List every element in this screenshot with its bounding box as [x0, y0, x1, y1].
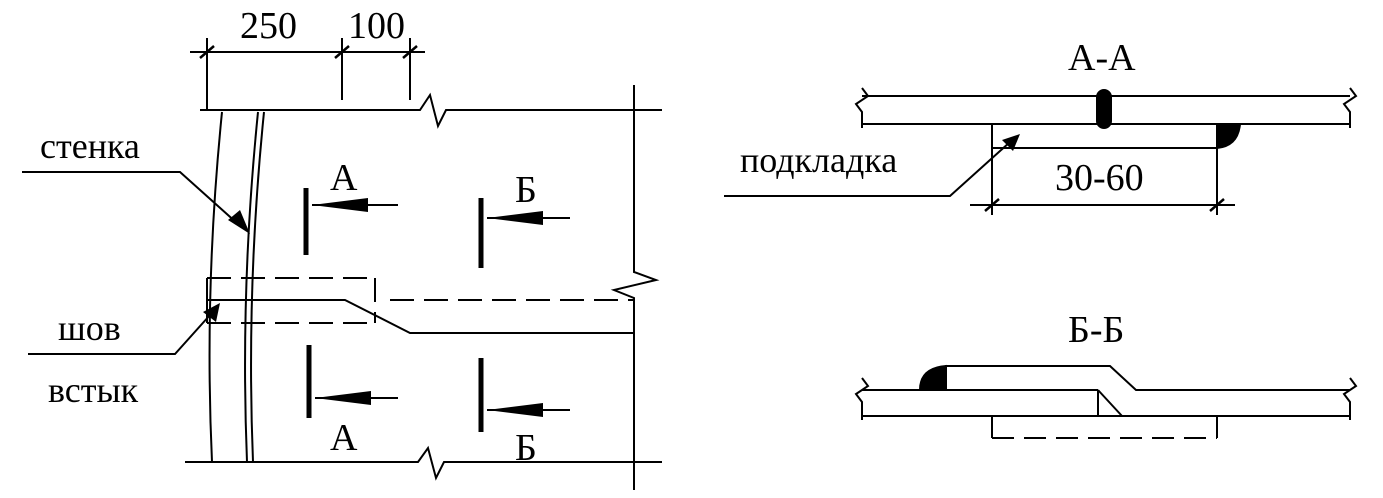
- backing-dashed-outline: [207, 277, 634, 324]
- top-edge-line: [200, 92, 662, 129]
- aa-butt-weld: [1096, 89, 1112, 129]
- top-dimension: [190, 38, 425, 110]
- bottom-edge-line: [185, 445, 662, 481]
- bb-left-break: [854, 377, 870, 420]
- wall-curve-inner-a: [244, 111, 259, 463]
- aa-dim-tick-left: [984, 198, 1000, 212]
- section-a-a: [724, 87, 1358, 215]
- section-a-marker-bottom: А: [330, 417, 358, 459]
- aa-fillet-weld: [1216, 123, 1242, 150]
- bb-bevel: [1097, 389, 1123, 417]
- section-b-arrow-bottom: [487, 403, 543, 417]
- bb-fillet-weld: [918, 364, 947, 391]
- wall-label: стенка: [40, 126, 140, 166]
- wall-curve-inner-b: [250, 111, 265, 463]
- section-b-marker-top: Б: [515, 169, 537, 211]
- wall-leader: [22, 171, 239, 225]
- section-a-a-title: А-А: [1068, 37, 1136, 79]
- dimension-100: 100: [348, 5, 405, 47]
- backing-leader-arrow: [1002, 134, 1020, 151]
- seam-leader-arrow: [203, 303, 220, 322]
- dimension-30-60: 30-60: [1055, 157, 1144, 199]
- plan-view: 250 100: [22, 5, 662, 490]
- section-a-marker-top: А: [330, 157, 358, 199]
- backing-label: подкладка: [740, 140, 897, 180]
- right-edge-line: [610, 85, 660, 490]
- section-b-b: [854, 364, 1358, 439]
- seam-leader: [28, 314, 211, 355]
- section-b-b-title: Б-Б: [1068, 309, 1124, 351]
- dimension-250: 250: [240, 5, 297, 47]
- wall-leader-arrow: [228, 210, 250, 234]
- seam-label: шов: [58, 308, 121, 348]
- aa-dim-tick-right: [1209, 198, 1225, 212]
- section-b-marker-bottom: Б: [515, 427, 537, 469]
- backing-leader: [724, 141, 1011, 197]
- wall-curve-outer: [208, 111, 223, 463]
- aa-plate-right-break: [1342, 87, 1358, 128]
- section-b-arrow-top: [487, 211, 543, 225]
- section-a-arrow-top: [312, 198, 368, 212]
- bb-upper-plate-top: [945, 365, 1350, 391]
- butt-label: встык: [48, 370, 139, 410]
- aa-plate-left-break: [854, 87, 870, 128]
- plate-joint-line: [207, 299, 634, 334]
- section-a-arrow-bottom: [315, 391, 371, 405]
- bb-right-break: [1342, 377, 1358, 420]
